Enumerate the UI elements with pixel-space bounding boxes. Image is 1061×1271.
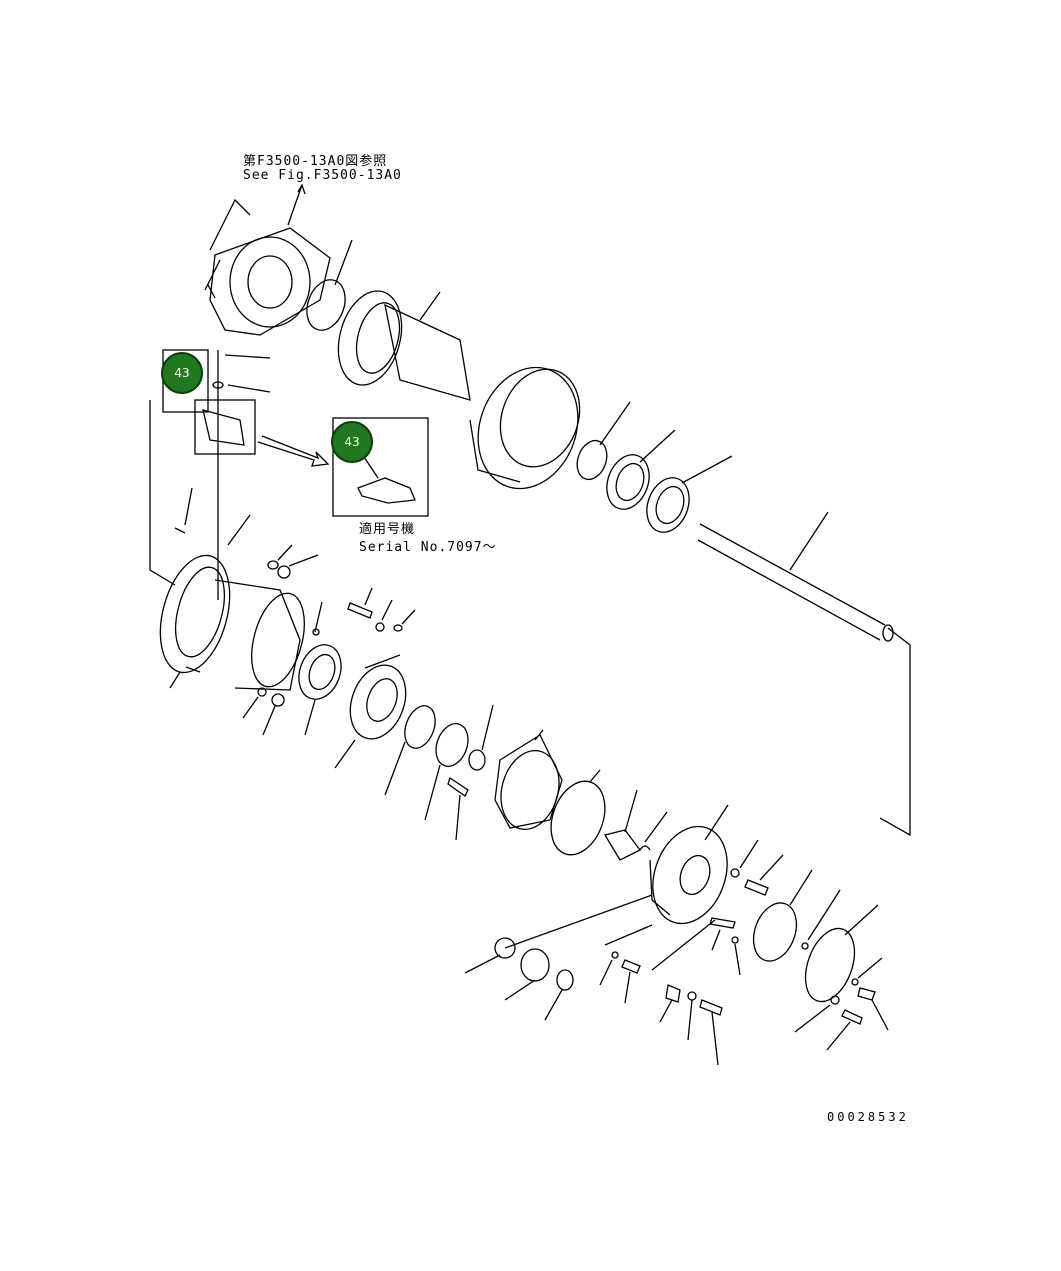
cover-assembly — [649, 804, 729, 925]
nut — [494, 937, 516, 959]
bolt-mid — [447, 776, 469, 797]
serial-note-japanese: 適用号機 — [359, 522, 416, 537]
bearing-upper-2 — [646, 477, 690, 533]
bracket-detail-frame — [149, 349, 271, 600]
planet-carrier — [469, 366, 581, 490]
shim — [404, 705, 436, 749]
pin — [709, 917, 736, 929]
thrust-washer — [435, 723, 469, 767]
callout-badge[interactable]: 43 — [161, 352, 203, 394]
reference-note-japanese: 第F3500-13A0図参照 — [243, 154, 388, 169]
figure-number: 00028532 — [827, 1110, 909, 1124]
ring-gear — [494, 729, 563, 830]
seal-ring — [576, 439, 608, 481]
drive-shaft — [697, 511, 911, 837]
planet-gear — [603, 789, 641, 861]
plug — [857, 987, 876, 1001]
cover-o-ring — [752, 902, 798, 962]
snap-ring — [639, 845, 651, 851]
oil-seal — [298, 644, 342, 700]
spindle — [337, 290, 471, 401]
detail-arrow — [257, 435, 330, 467]
o-ring-large — [550, 780, 606, 856]
final-drive-case — [204, 183, 331, 336]
bearing-upper-1 — [606, 454, 650, 510]
washer-lower — [556, 969, 574, 991]
lock-plate — [665, 984, 681, 1003]
end-cover — [804, 927, 856, 1003]
cover-bolt — [744, 879, 769, 896]
small-bolt — [621, 959, 641, 974]
bolt-small — [347, 602, 373, 619]
end-bolt — [841, 1009, 863, 1025]
bearing-lower — [504, 948, 550, 1001]
callout-badge[interactable]: 43 — [331, 421, 373, 463]
retainer-plate — [334, 654, 407, 769]
axle-housing — [159, 514, 305, 691]
serial-note-english: Serial No.7097～ — [359, 540, 497, 555]
reference-note-english: See Fig.F3500-13A0 — [243, 168, 402, 183]
long-bolt — [699, 999, 723, 1016]
bushing — [468, 749, 486, 771]
o-ring — [306, 279, 346, 331]
